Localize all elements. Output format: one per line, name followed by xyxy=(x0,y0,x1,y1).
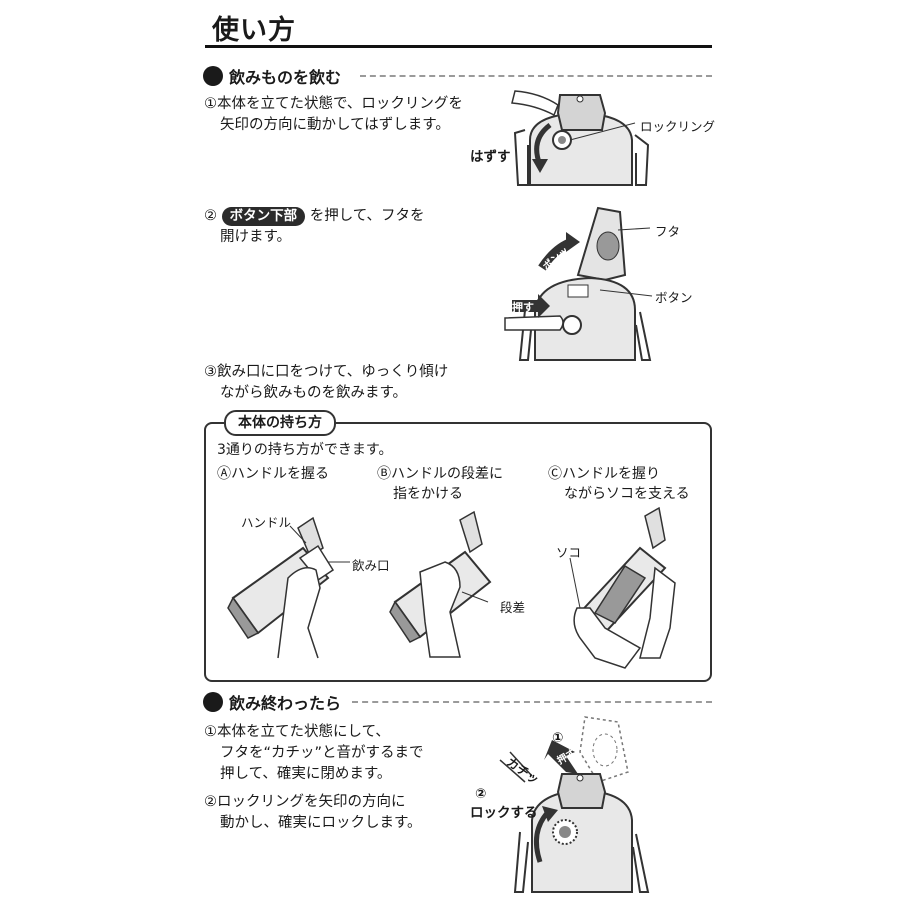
label-num-2: ② xyxy=(475,786,487,802)
title-underline xyxy=(205,45,712,48)
hold-c-illustration xyxy=(569,506,676,669)
page-title: 使い方 xyxy=(212,15,296,46)
bullet-icon xyxy=(203,66,223,86)
bottle-unlock-illustration xyxy=(511,90,650,186)
bullet-icon xyxy=(203,692,223,712)
drink-step-2: ② ボタン下部 を押して、フタを 開けます。 xyxy=(204,206,425,248)
hold-option-b: Ⓑハンドルの段差に 指をかける xyxy=(377,464,503,504)
section-drink-title: 飲みものを飲む xyxy=(229,68,342,87)
section-drink-heading: 飲みものを飲む xyxy=(203,64,341,88)
drink-step-2-line-1: ② ボタン下部 を押して、フタを xyxy=(204,206,425,227)
drink-step-1: ①本体を立てた状態で、ロックリングを 矢印の方向に動かしてはずします。 xyxy=(204,94,463,136)
label-handle: ハンドル xyxy=(241,515,292,530)
hold-option-c-line-1: Ⓒハンドルを握り xyxy=(548,466,660,482)
finish-step-2: ②ロックリングを矢印の方向に 動かし、確実にロックします。 xyxy=(204,792,422,834)
holding-heading: 本体の持ち方 xyxy=(224,410,336,436)
label-lock-ring: ロックリング xyxy=(640,119,716,134)
holding-intro: 3通りの持ち方ができます。 xyxy=(217,442,393,458)
bottle-open-illustration xyxy=(504,206,653,361)
button-bottom-badge: ボタン下部 xyxy=(221,207,306,226)
holding-panel xyxy=(204,422,712,682)
drink-step-3: ③飲み口に口をつけて、ゆっくり傾け ながら飲みものを飲みます。 xyxy=(204,362,448,404)
label-remove: はずす xyxy=(470,149,511,165)
drink-step-1-line-2: 矢印の方向に動かしてはずします。 xyxy=(220,117,450,133)
step-2-number: ② xyxy=(204,208,217,224)
hold-option-a: Ⓐハンドルを握る xyxy=(217,464,329,484)
drink-step-3-line-1: ③飲み口に口をつけて、ゆっくり傾け xyxy=(204,364,449,380)
section-finish-heading: 飲み終わったら xyxy=(203,690,341,714)
hold-option-a-line-1: Ⓐハンドルを握る xyxy=(217,466,329,482)
step-2-rest: を押して、フタを xyxy=(309,208,425,224)
label-push: 押す xyxy=(512,301,534,314)
drink-step-2-line-2: 開けます。 xyxy=(220,229,292,245)
label-num-1: ① xyxy=(552,730,564,746)
drink-step-1-line-1: ①本体を立てた状態で、ロックリングを xyxy=(204,96,463,112)
drink-step-3-line-2: ながら飲みものを飲みます。 xyxy=(220,385,408,401)
finish-step-1-line-3: 押して、確実に閉めます。 xyxy=(220,766,392,782)
dashed-divider xyxy=(360,75,712,77)
label-button: ボタン xyxy=(655,290,693,305)
label-step: 段差 xyxy=(500,600,526,615)
hold-option-c-line-2: ながらソコを支える xyxy=(564,486,690,502)
label-bottom: ソコ xyxy=(556,545,582,560)
finish-step-2-line-2: 動かし、確実にロックします。 xyxy=(220,815,422,831)
label-lock: ロックする xyxy=(470,805,538,821)
dashed-divider xyxy=(352,701,712,703)
section-finish-title: 飲み終わったら xyxy=(229,694,342,713)
bottle-close-illustration xyxy=(499,716,650,893)
label-mouth: 飲み口 xyxy=(352,558,390,573)
hold-b-illustration xyxy=(389,510,492,658)
hold-option-c: Ⓒハンドルを握り ながらソコを支える xyxy=(548,464,690,504)
label-lid: フタ xyxy=(655,224,681,239)
finish-step-2-line-1: ②ロックリングを矢印の方向に xyxy=(204,794,406,810)
hold-a-illustration xyxy=(227,516,350,659)
finish-step-1: ①本体を立てた状態にして、 フタを“カチッ”と音がするまで 押して、確実に閉めま… xyxy=(204,722,424,785)
finish-step-1-line-2: フタを“カチッ”と音がするまで xyxy=(220,745,424,761)
hold-option-b-line-1: Ⓑハンドルの段差に xyxy=(377,466,503,482)
finish-step-1-line-1: ①本体を立てた状態にして、 xyxy=(204,724,390,740)
hold-option-b-line-2: 指をかける xyxy=(393,486,463,502)
